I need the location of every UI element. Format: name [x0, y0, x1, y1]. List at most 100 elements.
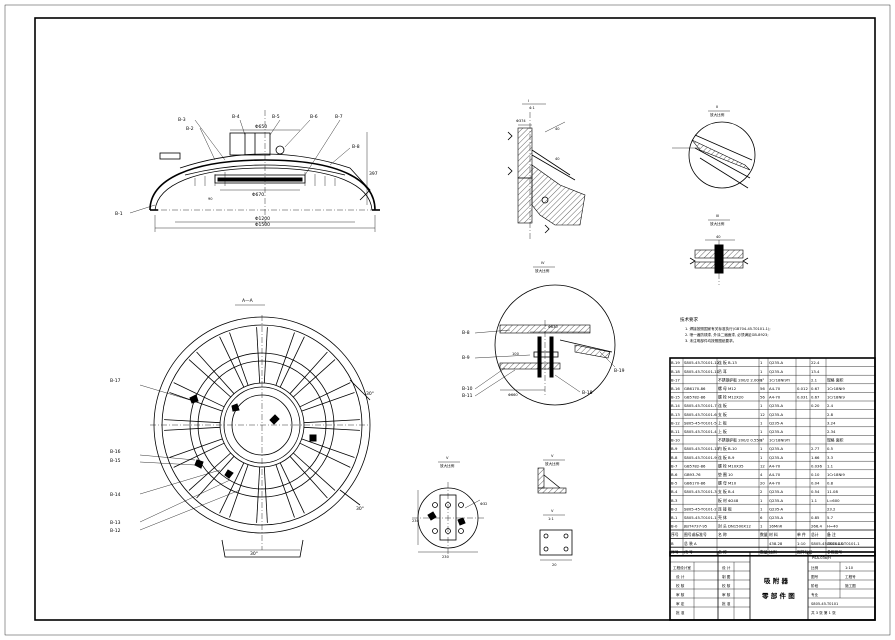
rib-line [303, 419, 360, 424]
table-cell: 5.7 [827, 515, 834, 520]
table-cell: 3.24 [827, 420, 836, 425]
table-cell: Q235-A [769, 515, 784, 520]
rib-line [301, 392, 355, 412]
table-cell: 1.66 [811, 455, 820, 460]
label-b9-detail: B-9 [462, 355, 470, 361]
table-cell: 1 [760, 420, 763, 425]
detail-1-dim-40a: 40 [555, 127, 560, 131]
table-cell: B-4 [671, 489, 678, 494]
rib-line [275, 464, 295, 518]
table-cell: 垫 圈 10 [718, 472, 733, 477]
rib-line [293, 452, 336, 491]
table-cell: B-5 [671, 481, 678, 486]
title-block: 工程设计室 设 计 校 核 审 核 审 定 批 准 设 计 制 图 校 核 审 … [669, 551, 876, 621]
table-cell: B-16 [671, 386, 680, 391]
detail-1-view: I 4:1 Φ374 40 40 [507, 99, 586, 240]
table-cell: 56 [760, 395, 765, 400]
table-cell: B-7 [671, 463, 678, 468]
detail-5-dim-230b: 230 [442, 555, 450, 559]
table-cell: 2.1 [811, 377, 818, 382]
detail-7-scale: 1:1 [548, 517, 554, 521]
table-cell: 1 [760, 438, 763, 443]
table-footer-cell: S805-45-T0101-1 [827, 541, 860, 546]
table-cell: 螺 栓 M10X35 [718, 463, 744, 468]
tb-stamp: 工程号 [845, 574, 856, 579]
section-a-title: A—A [242, 298, 254, 304]
tb-stage: 施工图 [845, 583, 856, 588]
table-cell: 0.04 [811, 481, 820, 486]
rib-line [299, 382, 351, 408]
tb-field-stage: 阶段 [811, 583, 819, 588]
tb-org: 工程设计室 [673, 565, 691, 570]
detail-4-scale: 放大比例 [535, 268, 550, 273]
label-b5: B-5 [272, 114, 280, 120]
table-cell: 支 板 B-4 [718, 489, 735, 494]
table-cell: 规格 面积 [827, 377, 844, 382]
detail-1-title: I [528, 99, 529, 103]
rib-line [196, 456, 235, 499]
table-cell: 11.08 [827, 489, 838, 494]
rib-line [263, 327, 268, 384]
table-cell: 螺 母 M10 [718, 481, 737, 486]
label-b19-detail: B-19 [614, 368, 625, 374]
tb-mid-role-1: 设 计 [722, 565, 731, 570]
table-cell: 23.2 [827, 506, 836, 511]
label-b12: B-12 [110, 528, 121, 534]
label-b2: B-2 [186, 126, 194, 132]
label-b6: B-6 [310, 114, 318, 120]
table-cell: B-18 [671, 369, 680, 374]
detail-7-view: V 1:1 20 [539, 509, 573, 567]
tb-mid-role-2: 制 图 [722, 574, 731, 579]
table-cell: 上 板 [718, 420, 727, 425]
front-view: Φ1500 Φ1200 Φ650 Φ670 397 90 B-3 B-2 B-4… [115, 110, 380, 232]
table-cell: 壳 体 [718, 515, 727, 520]
table-cell: GB6170-86 [684, 481, 706, 486]
table-cell: S805-45-T0101-3 [684, 489, 717, 494]
label-b4: B-4 [232, 114, 240, 120]
table-cell: 0.85 [811, 515, 820, 520]
table-cell: L=600 [827, 498, 840, 503]
tb-field-scale: 比例 [811, 565, 819, 570]
label-b16: B-16 [110, 449, 121, 455]
table-cell: 0.036 [811, 463, 822, 468]
table-cell: S805-45-T0101-10 [684, 446, 720, 451]
table-footer-cell: 材 料 [769, 532, 778, 537]
table-cell: S805-45-T0101-2 [684, 506, 717, 511]
rib-line [196, 351, 235, 394]
table-cell: 1Cr18Ni9 [827, 386, 845, 391]
table-cell: 1 [760, 524, 763, 529]
table-cell: 1 [760, 506, 763, 511]
table-cell: 不锈钢护板 200/2 2.00m² [718, 377, 764, 382]
table-cell: S805-45-T0101-11 [684, 369, 720, 374]
rib-line [173, 382, 225, 408]
table-cell: 2 [760, 489, 763, 494]
table-cell: 3.3 [827, 455, 834, 460]
table-cell: 1.1 [827, 463, 834, 468]
table-cell: 0.20 [811, 403, 820, 408]
detail-3-dim-40: 40 [716, 235, 721, 239]
tb-part-sub: 零 部 件 图 [761, 591, 795, 600]
rib-line [219, 462, 245, 514]
dim-d1200: Φ1200 [255, 216, 270, 222]
tb-left-role-4: 审 定 [676, 601, 685, 606]
table-footer-cell: 总计 [811, 532, 819, 537]
tb-sheet: 共 3 张 第 1 张 [811, 610, 836, 615]
label-b11-detail: B-11 [462, 393, 473, 399]
table-cell: 支 板 [718, 412, 727, 417]
table-cell: S805-45-T0101-9 [684, 455, 717, 460]
table-footer-cell: 图号或标准号 [684, 532, 707, 537]
label-b14: B-14 [110, 492, 121, 498]
rib-line [275, 332, 295, 386]
rib-line [299, 442, 351, 468]
tb-left-role-2: 校 核 [676, 583, 685, 588]
rib-line [188, 452, 231, 491]
table-cell: 连 板 [718, 403, 727, 408]
table-cell: Q235-A [769, 455, 784, 460]
technical-notes: 技术要求 1. 焊接按照国家有关标准执行(GB704-45-T0101-1); … [680, 316, 771, 343]
notes-heading: 技术要求 [680, 316, 698, 323]
table-cell: 连 接 板 [718, 506, 732, 511]
table-cell: 12 [760, 412, 765, 417]
table-cell: B-2 [671, 506, 678, 511]
table-cell: 螺 栓 M12X20 [718, 395, 744, 400]
rib-line [301, 438, 355, 458]
